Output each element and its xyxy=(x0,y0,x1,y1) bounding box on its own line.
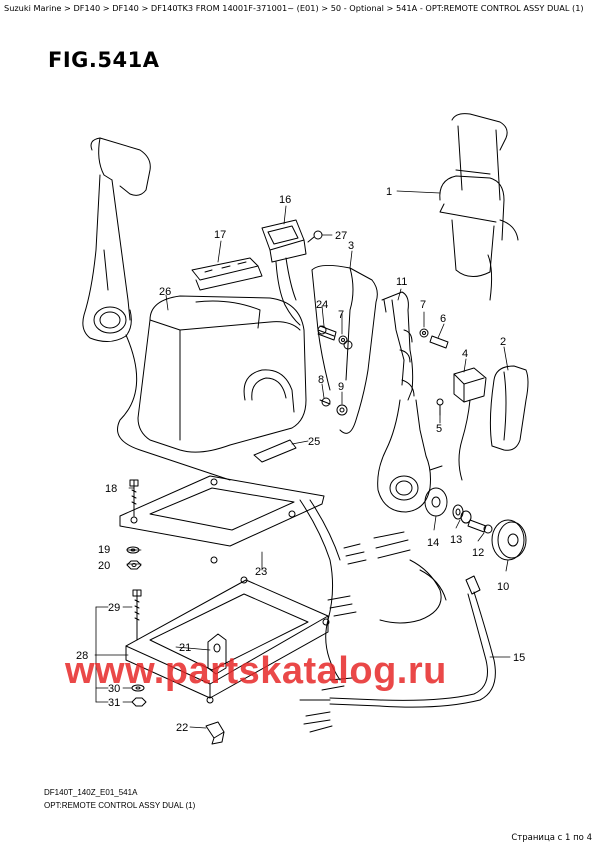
callout-4: 4 xyxy=(462,348,468,360)
callout-31: 31 xyxy=(108,697,120,709)
callout-19: 19 xyxy=(98,544,110,556)
watermark: www.partskatalog.ru xyxy=(65,650,447,692)
nut-31 xyxy=(131,697,147,707)
callout-18: 18 xyxy=(105,483,117,495)
bolt-29 xyxy=(132,589,142,641)
callout-10: 10 xyxy=(497,581,509,593)
callout-7: 7 xyxy=(338,309,344,321)
cover-box xyxy=(137,295,307,463)
switch-4 xyxy=(436,367,487,481)
disc-14 xyxy=(424,487,448,517)
callout-7b: 7 xyxy=(420,299,426,311)
handle-grip-2 xyxy=(489,365,529,451)
callout-13: 13 xyxy=(450,534,462,546)
callout-23: 23 xyxy=(255,566,267,578)
callout-21: 21 xyxy=(179,642,191,654)
arm-casting xyxy=(377,399,443,513)
callout-30: 30 xyxy=(108,683,120,695)
callout-22: 22 xyxy=(176,722,188,734)
callout-labels: 1 2 3 4 5 6 7 7 8 9 10 11 12 13 14 15 16… xyxy=(76,186,525,734)
lever-arm-11 xyxy=(381,291,415,401)
callout-9: 9 xyxy=(338,381,344,393)
figure-title: FIG.541A xyxy=(48,48,160,72)
gasket-plate-23 xyxy=(119,475,325,564)
callout-24: 24 xyxy=(316,299,328,311)
callout-1: 1 xyxy=(386,186,392,198)
callout-14: 14 xyxy=(427,537,439,549)
callout-29: 29 xyxy=(108,602,120,614)
wiring-harness-15 xyxy=(299,575,496,733)
clip-22 xyxy=(205,721,225,745)
callout-28: 28 xyxy=(76,650,88,662)
fasteners-7-8-9-24 xyxy=(317,325,348,416)
tab-21 xyxy=(207,633,227,675)
knob-10 xyxy=(491,519,527,561)
switch-16 xyxy=(261,219,307,326)
callout-27: 27 xyxy=(335,230,347,242)
page-indicator: Страница с 1 по 4 xyxy=(511,833,592,843)
bolt-12 xyxy=(467,519,493,534)
figure-code: DF140T_140Z_E01_541A xyxy=(44,788,138,797)
base-frame-28 xyxy=(125,576,330,704)
callout-12: 12 xyxy=(472,547,484,559)
bracket-17 xyxy=(191,257,263,291)
callout-20: 20 xyxy=(98,560,110,572)
connectors-cluster xyxy=(299,499,447,681)
callout-11: 11 xyxy=(396,276,407,288)
callout-16: 16 xyxy=(279,194,291,206)
control-assembly-1 xyxy=(439,113,519,301)
callout-5: 5 xyxy=(436,423,442,435)
callout-6: 6 xyxy=(440,313,446,325)
left-control-lever xyxy=(82,137,231,481)
nut-20 xyxy=(126,560,142,570)
leader-lines xyxy=(94,190,511,729)
screw-27 xyxy=(307,230,323,243)
callout-3: 3 xyxy=(348,240,354,252)
callout-2: 2 xyxy=(500,336,506,348)
callout-25: 25 xyxy=(308,436,320,448)
figure-caption: OPT:REMOTE CONTROL ASSY DUAL (1) xyxy=(44,801,196,810)
callout-8: 8 xyxy=(318,374,324,386)
callout-17: 17 xyxy=(214,229,226,241)
fasteners-6-7 xyxy=(419,328,449,349)
washer-13 xyxy=(452,504,472,524)
callout-26: 26 xyxy=(159,286,171,298)
housing-3 xyxy=(311,264,378,434)
breadcrumb: Suzuki Marine > DF140 > DF140 > DF140TK3… xyxy=(4,3,584,13)
callout-15: 15 xyxy=(513,652,525,664)
